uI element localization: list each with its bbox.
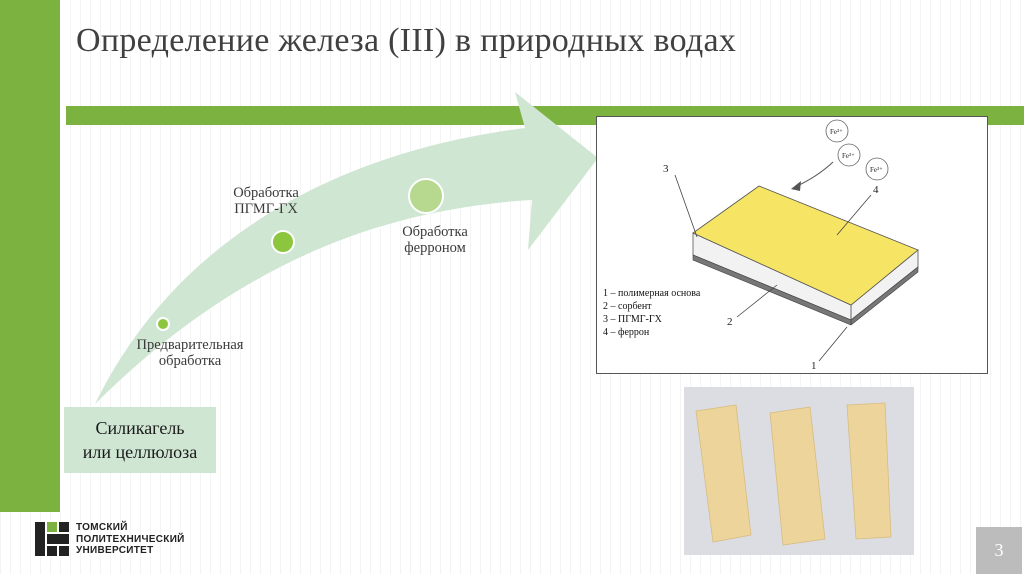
page-number: 3	[994, 540, 1004, 560]
legend-item: 4 – феррон	[603, 327, 650, 338]
legend-item: 1 – полимерная основа	[603, 288, 701, 299]
callout-line-1	[818, 326, 848, 362]
fe-ion-label: Fe³⁺	[870, 166, 883, 174]
layer-drawing: Fe³⁺ Fe³⁺ Fe³⁺ 3 4 2 1	[663, 119, 919, 372]
step-label-ferron: Обработка ферроном	[402, 224, 468, 256]
step-dot-2	[271, 230, 295, 254]
step-dot-1	[156, 317, 170, 331]
left-accent-bar	[0, 0, 60, 512]
legend-item: 2 – сорбент	[603, 301, 652, 312]
step-label-pgmg: Обработка ПГМГ-ГХ	[233, 185, 299, 217]
callout-number-2: 2	[727, 316, 733, 328]
callout-number-1: 1	[811, 360, 817, 372]
callout-number-4: 4	[873, 184, 879, 196]
step-dot-3	[408, 178, 444, 214]
sorbent-layer-diagram: Fe³⁺ Fe³⁺ Fe³⁺ 3 4 2 1 1 – полимерная ос…	[596, 116, 988, 374]
callout-line-3	[674, 174, 698, 238]
step-label-pretreatment: Предварительная обработка	[136, 337, 244, 369]
ion-flow-arrowhead	[791, 181, 801, 191]
process-arrow-shape	[95, 92, 598, 404]
test-strips-drawing	[684, 387, 914, 555]
fe-ion-label: Fe³⁺	[842, 152, 855, 160]
test-strip	[695, 404, 752, 543]
slide-title: Определение железа (III) в природных вод…	[76, 22, 737, 59]
university-name: ТОМСКИЙ ПОЛИТЕХНИЧЕСКИЙ УНИВЕРСИТЕТ	[76, 522, 185, 556]
callout-number-3: 3	[663, 163, 669, 175]
legend-item: 3 – ПГМГ-ГХ	[603, 314, 662, 325]
ferron-top-layer	[692, 185, 919, 306]
page-number-badge: 3	[976, 527, 1022, 574]
fe-ion-circle-1	[825, 119, 849, 143]
test-strip	[846, 402, 892, 540]
callout-line-2	[736, 284, 778, 318]
test-strips-photo	[684, 387, 914, 555]
start-material-box: Силикагель или целлюлоза	[64, 407, 216, 473]
layer-legend: 1 – полимерная основа 2 – сорбент 3 – ПГ…	[603, 287, 700, 339]
callout-line-4	[836, 194, 872, 236]
left-bar-gap	[60, 0, 68, 512]
university-logo-icon	[34, 521, 70, 557]
fe-ion-circle-3	[865, 157, 889, 181]
fe-ion-circle-2	[837, 143, 861, 167]
fe-ion-label: Fe³⁺	[830, 128, 843, 136]
test-strip	[769, 406, 826, 546]
